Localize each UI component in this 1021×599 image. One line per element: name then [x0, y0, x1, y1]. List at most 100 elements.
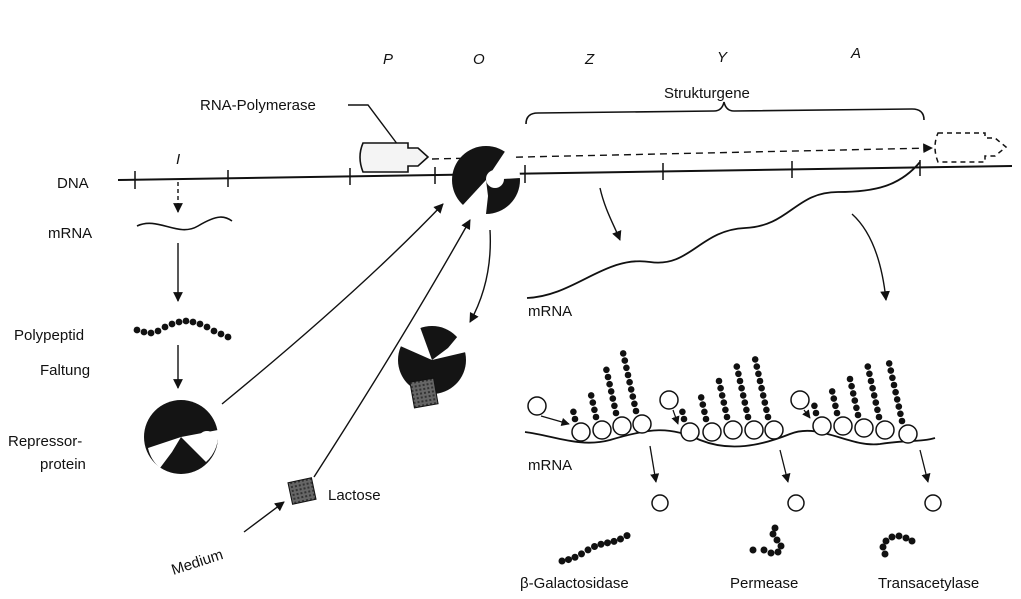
nascent-chain-bead: [811, 403, 818, 410]
nascent-chain-bead: [700, 401, 707, 408]
nascent-chain-bead: [591, 407, 598, 414]
rna-polymerase-shape: [360, 143, 428, 172]
product-chain-bead: [617, 536, 624, 543]
dna-strand: [118, 160, 1012, 189]
nascent-chain-bead: [605, 374, 612, 381]
released-subunit-1: [652, 495, 668, 511]
ribosome: [613, 417, 631, 435]
dna-to-mrna-arrow: [600, 188, 620, 240]
nascent-chain-bead: [831, 395, 838, 402]
nascent-chain-bead: [873, 399, 880, 406]
nascent-chain-bead: [743, 407, 750, 414]
product-chain-bead: [604, 539, 611, 546]
ribosome: [703, 423, 721, 441]
nascent-chain-bead: [765, 414, 772, 421]
product-transacetylase-label: Transacetylase: [878, 575, 979, 592]
strukturgene-brace: [526, 102, 924, 124]
mrna-long-label: mRNA: [528, 303, 572, 320]
nascent-chain-bead: [848, 383, 855, 390]
nascent-chain-bead: [593, 414, 600, 421]
released-subunit-2: [788, 495, 804, 511]
nascent-chain-bead: [813, 410, 820, 417]
product-chain-bead: [772, 525, 779, 532]
repressor-label-line1: Repressor-: [8, 433, 82, 450]
nascent-chain-bead: [610, 395, 617, 402]
mrna-to-translation-arrow: [852, 214, 886, 300]
product-chain-bead: [778, 543, 785, 550]
ribosome-incoming: [528, 397, 546, 415]
product-chain-bead: [578, 550, 585, 557]
nascent-chain-bead: [889, 375, 896, 382]
medium-label: Medium: [169, 546, 225, 579]
nascent-chain-bead: [626, 379, 633, 386]
product-chain-bead: [611, 538, 618, 545]
ribosome: [724, 421, 742, 439]
nascent-chain-bead: [613, 410, 620, 417]
polypeptid-label: Polypeptid: [14, 327, 84, 344]
nascent-chain-bead: [855, 412, 862, 419]
product-chain-bead: [770, 531, 777, 538]
nascent-chain-bead: [611, 403, 618, 410]
nascent-chain-bead: [888, 367, 895, 374]
ribosome: [834, 417, 852, 435]
nascent-chain-bead: [721, 399, 728, 406]
product-chain-bead: [768, 550, 775, 557]
nascent-chain-bead: [869, 385, 876, 392]
nascent-chain-bead: [755, 371, 762, 378]
nascent-chain-bead: [865, 363, 872, 370]
product-chain-bead: [896, 533, 903, 540]
nascent-chain-bead: [738, 385, 745, 392]
gene-label-a: A: [850, 45, 861, 62]
nascent-chain-bead: [701, 409, 708, 416]
nascent-chain-bead: [892, 389, 899, 396]
nascent-chain-bead: [703, 416, 710, 423]
product-chain-bead: [903, 535, 910, 542]
nascent-chain-bead: [603, 367, 610, 374]
nascent-chain-bead: [606, 381, 613, 388]
medium-to-lactose-arrow: [244, 502, 284, 532]
product-chain-bead: [761, 547, 768, 554]
product-chain-bead: [559, 558, 566, 565]
nascent-chain-bead: [722, 407, 729, 414]
nascent-chain-bead: [852, 397, 859, 404]
product-chain-bead: [909, 538, 916, 545]
repressor-on-operator: [452, 146, 520, 214]
product-chain-bead: [889, 534, 896, 541]
nascent-chain-bead: [762, 399, 769, 406]
ribosome: [633, 415, 651, 433]
nascent-chain-bead: [834, 410, 841, 417]
nascent-chain-bead: [850, 390, 857, 397]
nascent-chain-bead: [608, 388, 615, 395]
product-chains: [559, 525, 916, 565]
repressor-label-line2: protein: [40, 456, 86, 473]
nascent-chain-bead: [622, 357, 629, 364]
product-chain-bead: [565, 556, 572, 563]
ribosome-entry-arrow: [804, 410, 810, 418]
gene-label-i: I: [176, 151, 180, 168]
nascent-chain-bead: [716, 378, 723, 385]
nascent-chain-bead: [724, 414, 731, 421]
ribosome: [681, 423, 699, 441]
nascent-chain-bead: [630, 393, 637, 400]
nascent-chain-bead: [896, 403, 903, 410]
nascent-chain-bead: [679, 409, 686, 416]
nascent-chain-bead: [866, 371, 873, 378]
nascent-chain-bead: [891, 382, 898, 389]
nascent-chain-bead: [832, 403, 839, 410]
ribosome-group: [528, 350, 917, 443]
nascent-chain-bead: [745, 414, 752, 421]
mrna-left-label: mRNA: [48, 225, 92, 242]
nascent-chain-bead: [760, 392, 767, 399]
product-chain-bead: [598, 541, 605, 548]
nascent-chain-bead: [719, 392, 726, 399]
gene-label-z: Z: [584, 51, 595, 68]
ribosome: [876, 421, 894, 439]
nascent-chain-bead: [572, 416, 579, 423]
nascent-chain-bead: [894, 396, 901, 403]
nascent-chain-bead: [625, 372, 632, 379]
ribosome: [813, 417, 831, 435]
mrna-left-strand: [137, 217, 232, 230]
inactivated-repressor: [398, 326, 466, 408]
nascent-chain-bead: [754, 363, 761, 370]
